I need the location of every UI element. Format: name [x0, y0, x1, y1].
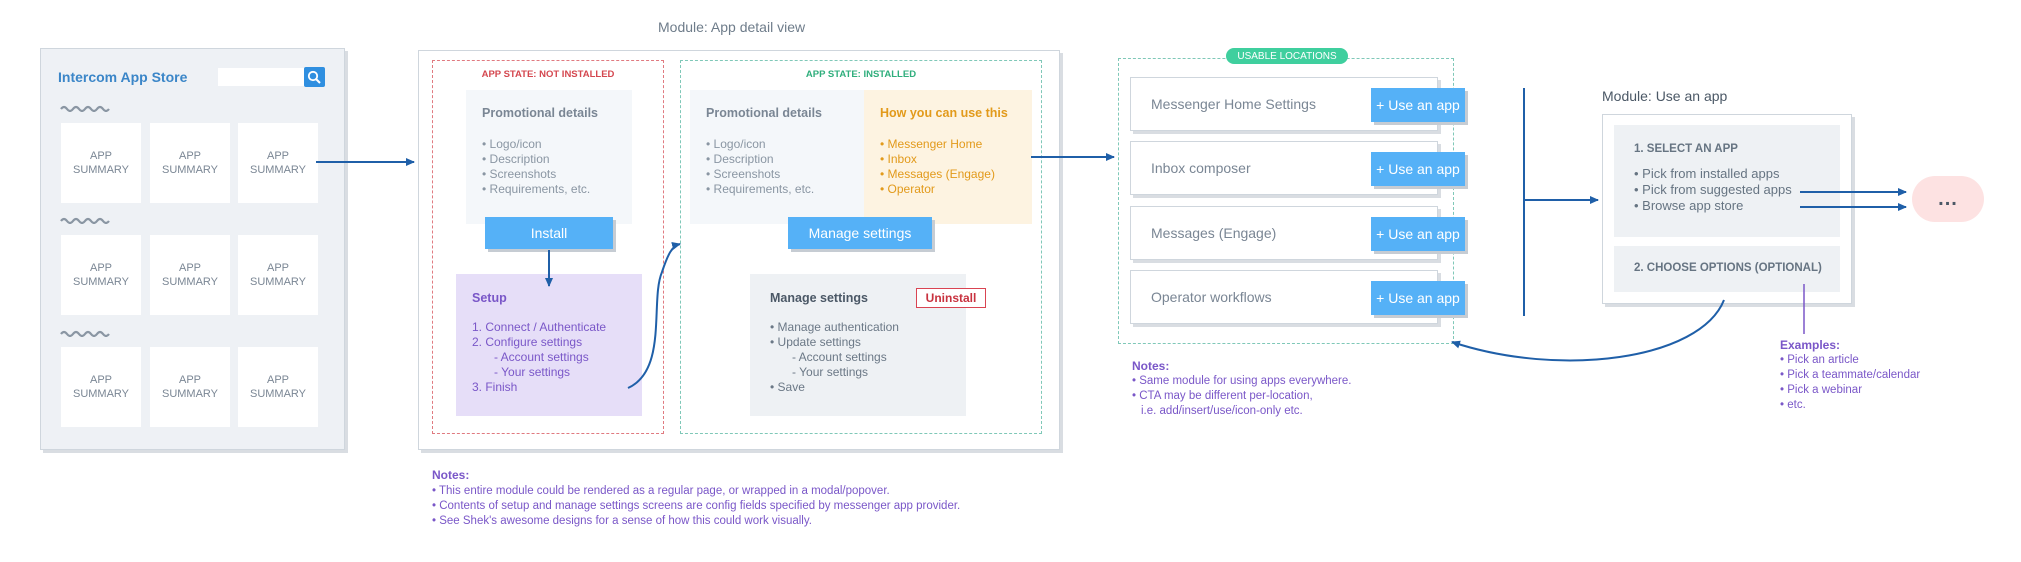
- select-app-step-title: 1. SELECT AN APP: [1634, 143, 1738, 155]
- location-label: Inbox composer: [1151, 160, 1251, 176]
- section-heading-scribble: [60, 105, 110, 112]
- location-row-operator-workflows: Operator workflows + Use an app: [1130, 270, 1465, 324]
- how-you-can-use-list: • Messenger Home • Inbox • Messages (Eng…: [880, 137, 995, 196]
- use-an-app-button[interactable]: + Use an app: [1371, 88, 1465, 122]
- manage-settings-title: Manage settings: [770, 291, 868, 305]
- section-heading-scribble: [60, 330, 110, 337]
- arrow-setup-to-installed: [627, 242, 681, 389]
- setup-title: Setup: [472, 291, 507, 305]
- arrow-use-app-back-to-locations: [1451, 299, 1725, 362]
- promotional-details-title: Promotional details: [482, 106, 598, 120]
- use-an-app-button[interactable]: + Use an app: [1371, 152, 1465, 186]
- installed-state-label: APP STATE: INSTALLED: [805, 69, 917, 80]
- not-installed-state-label: APP STATE: NOT INSTALLED: [481, 69, 615, 80]
- locations-notes-list: • Same module for using apps everywhere.…: [1132, 375, 1352, 417]
- not-installed-state-box: [432, 60, 664, 434]
- location-label: Operator workflows: [1151, 289, 1272, 305]
- app-store-search-input[interactable]: [218, 68, 304, 86]
- detail-notes-list: • This entire module could be rendered a…: [432, 485, 961, 527]
- examples-title: Examples:: [1780, 338, 1841, 352]
- select-app-step: [1614, 125, 1840, 237]
- location-row-messages-engage: Messages (Engage) + Use an app: [1130, 206, 1465, 260]
- location-row-inbox-composer: Inbox composer + Use an app: [1130, 141, 1465, 195]
- use-app-module-title: Module: Use an app: [1602, 88, 1728, 104]
- section-heading-scribble: [60, 217, 110, 224]
- choose-options-step-title: 2. CHOOSE OPTIONS (OPTIONAL): [1634, 262, 1822, 274]
- location-label: Messages (Engage): [1151, 225, 1277, 241]
- use-an-app-button[interactable]: + Use an app: [1371, 281, 1465, 315]
- manage-settings-button[interactable]: Manage settings: [788, 217, 932, 249]
- examples-list: • Pick an article • Pick a teammate/cale…: [1780, 354, 1921, 411]
- usable-locations-badge: USABLE LOCATIONS: [1226, 48, 1348, 64]
- setup-box: [456, 274, 642, 416]
- use-an-app-button[interactable]: + Use an app: [1371, 217, 1465, 251]
- next-step-bubble: ...: [1912, 176, 1984, 222]
- detail-module-title: Module: App detail view: [658, 19, 806, 35]
- promotional-details-box: [466, 90, 632, 224]
- uninstall-button[interactable]: Uninstall: [916, 288, 986, 308]
- how-you-can-use-box: [864, 90, 1032, 224]
- location-label: Messenger Home Settings: [1151, 96, 1316, 112]
- location-row-messenger-home: Messenger Home Settings + Use an app: [1130, 77, 1465, 131]
- choose-options-step: [1614, 246, 1840, 292]
- detail-notes-title: Notes:: [432, 468, 470, 482]
- installed-promotional-details-title: Promotional details: [706, 106, 822, 120]
- promotional-details-list: • Logo/icon • Description • Screenshots …: [482, 137, 591, 196]
- install-button[interactable]: Install: [485, 217, 613, 249]
- how-you-can-use-title: How you can use this: [880, 106, 1008, 120]
- locations-notes-title: Notes:: [1132, 359, 1170, 373]
- search-button[interactable]: [304, 67, 325, 87]
- installed-promotional-details-box: [690, 90, 864, 224]
- search-icon: [307, 70, 321, 84]
- setup-steps-list: 1. Connect / Authenticate 2. Configure s…: [472, 320, 607, 394]
- select-app-step-list: • Pick from installed apps • Pick from s…: [1634, 166, 1792, 213]
- installed-promotional-details-list: • Logo/icon • Description • Screenshots …: [706, 137, 815, 196]
- manage-settings-list: • Manage authentication • Update setting…: [770, 320, 899, 394]
- app-store-title: Intercom App Store: [58, 69, 188, 85]
